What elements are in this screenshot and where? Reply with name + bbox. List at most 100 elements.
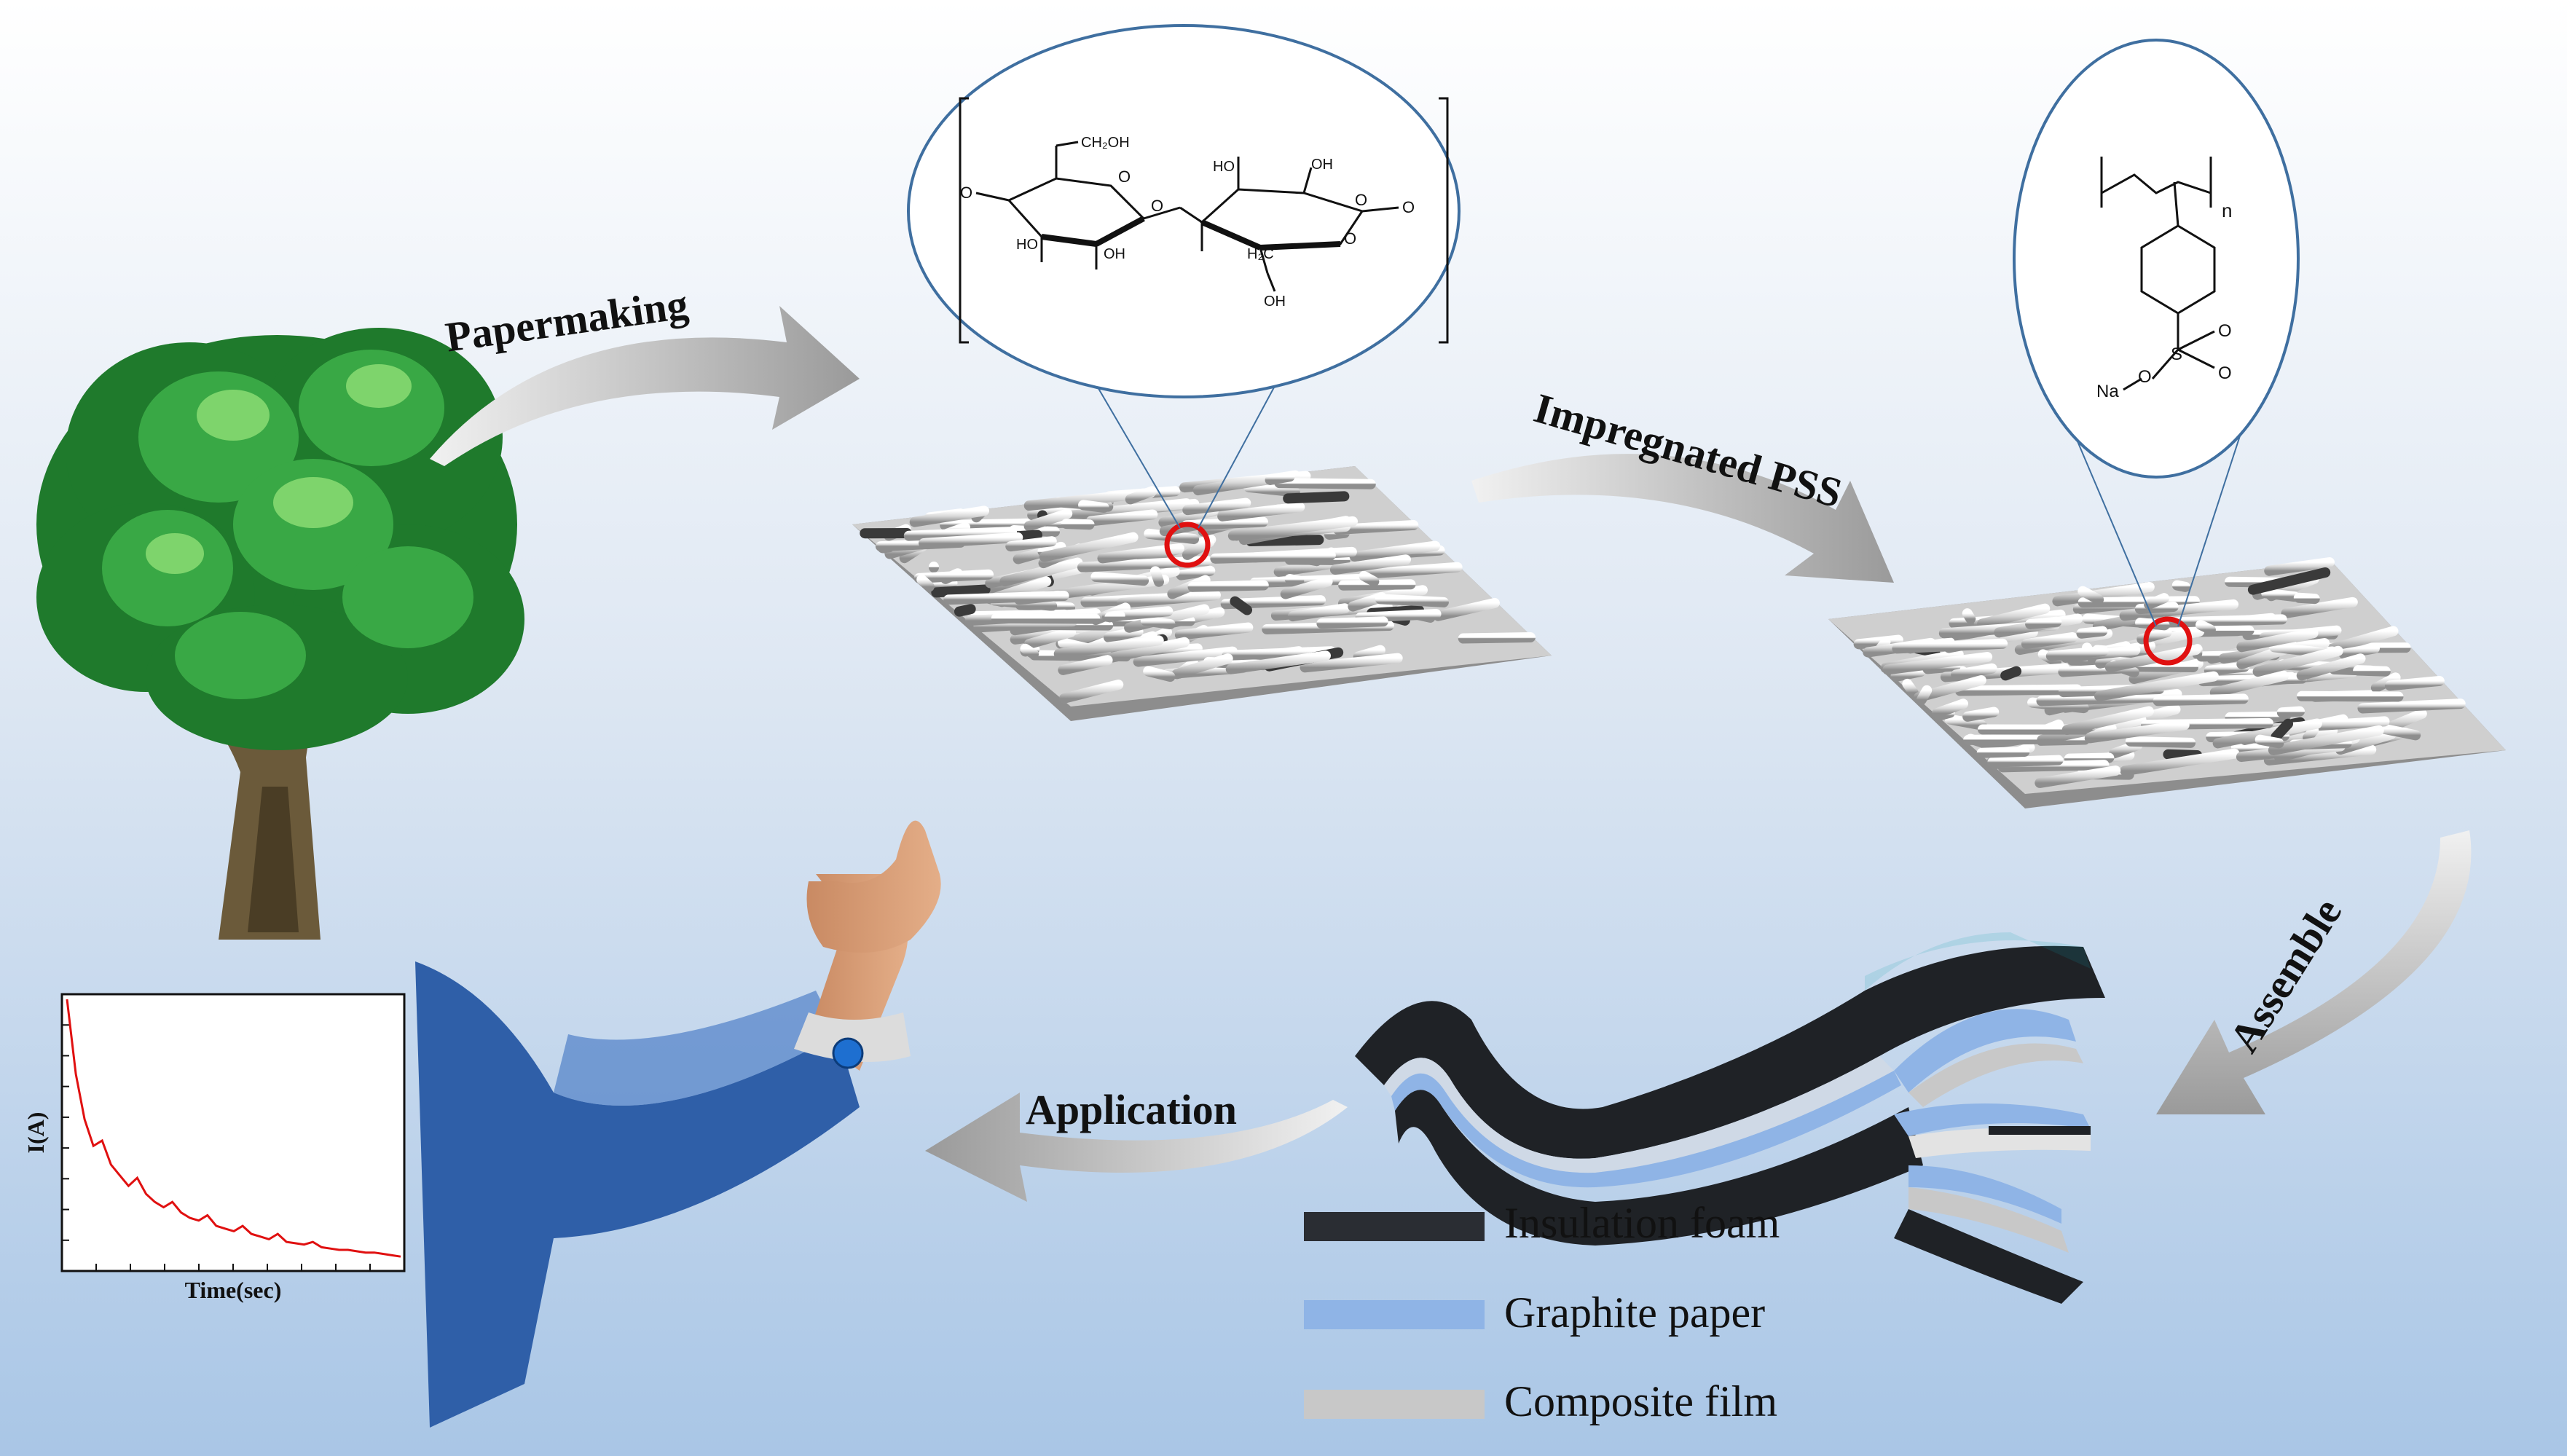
fiber [1375, 594, 1449, 607]
chem-group: HO [1016, 237, 1038, 253]
fiber [1182, 497, 1251, 516]
fiber [1892, 638, 2008, 654]
fiber [2281, 597, 2358, 618]
fiber [1890, 666, 1926, 682]
fiber [1104, 610, 1125, 623]
fiber [2324, 626, 2399, 655]
fiber [2271, 718, 2294, 742]
fiber [1227, 516, 1359, 541]
fiber [999, 557, 1083, 587]
chem-group: OH [1104, 246, 1125, 262]
fiber [1987, 755, 2064, 768]
fiber [1359, 570, 1380, 587]
fiber [2064, 752, 2115, 764]
fiber [1274, 478, 1376, 489]
fiber [1353, 645, 1385, 662]
fiber [1077, 555, 1213, 572]
fiber [1230, 596, 1253, 615]
ring-oxygen: O [1151, 197, 1163, 215]
fiber [2076, 626, 2108, 639]
fiber [1187, 580, 1269, 592]
fiber [1332, 519, 1419, 535]
fiber [2293, 592, 2320, 605]
fiber [1916, 685, 1933, 705]
zoom-marker [1164, 522, 1211, 568]
fiber [1014, 590, 1064, 605]
fiber [2252, 645, 2343, 677]
ring-oxygen: O [960, 184, 972, 202]
fiber [1954, 684, 2083, 696]
sulfur-atom: S [2171, 345, 2182, 364]
chart-frame [60, 993, 406, 1272]
legend-label-composite: Composite film [1504, 1377, 1777, 1425]
fiber [1329, 554, 1412, 575]
fiber [2195, 619, 2216, 635]
fiber [2338, 643, 2380, 659]
fiber [2264, 557, 2335, 576]
fiber [1316, 616, 1388, 629]
chem-group: CH₂OH [1081, 135, 1130, 151]
fiber [2125, 736, 2196, 748]
fiber [2370, 672, 2401, 693]
chem-group: OH [1264, 294, 1286, 310]
fiber [2384, 675, 2445, 691]
legend-swatch-insulation [1304, 1212, 1485, 1241]
fiber [1225, 650, 1332, 674]
fiber [2061, 706, 2154, 736]
fiber [2276, 706, 2305, 718]
sodium-atom: Na [2096, 382, 2119, 401]
fiber [2236, 628, 2319, 653]
fiber [2165, 614, 2287, 628]
legend-label-insulation: Insulation foam [1504, 1199, 1780, 1247]
fiber [1284, 574, 1305, 586]
fiber [1931, 699, 1969, 719]
fiber [1349, 540, 1441, 562]
fiber [2247, 567, 2331, 595]
fiber [2109, 740, 2143, 759]
fiber [954, 604, 976, 617]
oxygen-atom: O [2218, 321, 2232, 341]
fiber [2268, 725, 2384, 755]
layered-device [1355, 932, 2105, 1304]
fiber [913, 569, 994, 583]
fiber [1977, 603, 2051, 629]
fiber [1176, 565, 1216, 581]
fiber [1039, 532, 1139, 562]
fiber [2094, 651, 2138, 669]
fiber [1944, 714, 1987, 731]
fiber [2353, 665, 2391, 677]
fiber [2035, 765, 2121, 788]
x-axis-label: Time(sec) [185, 1277, 282, 1303]
fiber [1902, 678, 1919, 698]
fiber [916, 574, 935, 592]
fiber [1103, 626, 1144, 643]
fiber [1124, 604, 1210, 633]
fiber [1433, 597, 1500, 621]
wearable-sensor-dot [832, 1037, 864, 1069]
fiber [2134, 602, 2179, 615]
fiber [1023, 508, 1073, 532]
fiber [909, 505, 990, 527]
fiber [2021, 631, 2078, 650]
fiber [1171, 653, 1233, 680]
fiber [2144, 593, 2170, 610]
fiber [2378, 723, 2421, 741]
fiber [1143, 666, 1176, 682]
fiber [1125, 486, 1157, 505]
fiber [1058, 655, 1113, 675]
fiber [903, 527, 1018, 541]
fiber [1280, 576, 1333, 599]
fiber [1853, 634, 1903, 650]
fiber [1053, 635, 1164, 659]
assemble-arrow [2156, 830, 2472, 1114]
fiber [2171, 580, 2191, 592]
zoom-marker [2143, 616, 2193, 666]
fiber [1287, 603, 1351, 622]
arm-illustration [415, 820, 941, 1428]
fiber [1116, 590, 1221, 608]
fiber [1249, 573, 1369, 589]
fiber [2357, 699, 2466, 714]
fiber [2120, 748, 2240, 776]
fiber [1265, 471, 1295, 485]
fiber [1023, 626, 1076, 650]
